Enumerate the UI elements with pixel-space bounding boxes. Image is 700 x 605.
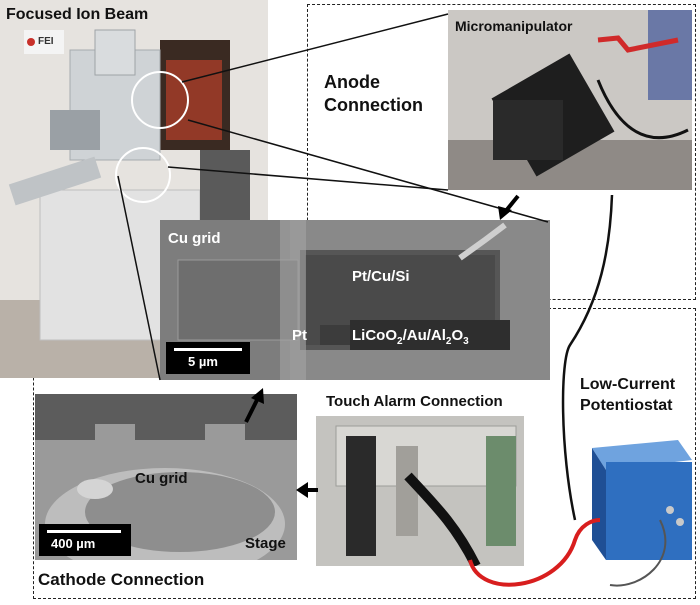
stack-sub1: 2 (397, 336, 403, 347)
potentiostat-label-line2: Potentiostat (580, 397, 673, 414)
scale-bar-400um-text: 400 µm (51, 536, 96, 551)
stack-label-part3: O (451, 327, 464, 344)
sem-cu-grid-label: Cu grid (168, 230, 221, 247)
micromanipulator-label: Micromanipulator (455, 18, 573, 34)
cathode-connection-label: Cathode Connection (38, 570, 205, 589)
scale-bar-400um-line (47, 530, 121, 533)
black-cable-2 (609, 519, 667, 587)
fei-logo: FEI (38, 36, 54, 47)
red-cable (468, 518, 601, 587)
stack-sub3: 3 (463, 336, 469, 347)
micromanipulator-photo: Micromanipulator (448, 10, 692, 190)
scale-bar-5um-text: 5 µm (188, 354, 218, 369)
fib-title: Focused Ion Beam (6, 6, 149, 23)
anode-connection-label-line2: Connection (324, 95, 423, 115)
arrow-icon (498, 194, 520, 220)
cu-grid-image: Cu grid Stage 400 µm (35, 394, 297, 560)
zoom-line-3 (167, 166, 449, 191)
scale-bar-400um: 400 µm (39, 524, 131, 556)
stack-label-part2: /Au/Al (402, 327, 446, 344)
arrow-icon-3 (296, 482, 318, 498)
anode-connection-label-line1: Anode (324, 72, 380, 92)
cu-grid-low-label: Cu grid (135, 470, 188, 487)
touch-alarm-drawing (316, 416, 524, 566)
touch-alarm-label: Touch Alarm Connection (326, 393, 503, 410)
zoom-line-1 (181, 13, 449, 83)
black-cable (561, 194, 614, 521)
sem-image: Cu grid Pt/Cu/Si Pt LiCoO2/Au/Al2O3 5 µm (160, 220, 550, 380)
stack-label-part1: LiCoO (352, 327, 397, 344)
scale-bar-5um-line (174, 348, 242, 351)
pt-cu-si-label: Pt/Cu/Si (352, 268, 410, 285)
stack-label: LiCoO2/Au/Al2O3 (352, 327, 469, 347)
arrow-icon-2 (244, 388, 264, 423)
touch-alarm-photo (316, 416, 524, 566)
pt-label: Pt (292, 327, 307, 344)
stack-sub2: 2 (445, 336, 452, 347)
stage-label: Stage (245, 535, 286, 552)
scale-bar-5um: 5 µm (166, 342, 250, 374)
potentiostat-device-icon (592, 440, 692, 560)
micromanipulator-drawing (448, 10, 692, 190)
zoom-line-2 (187, 119, 549, 223)
zoom-line-4 (117, 175, 161, 381)
potentiostat-label-line1: Low-Current (580, 376, 676, 393)
